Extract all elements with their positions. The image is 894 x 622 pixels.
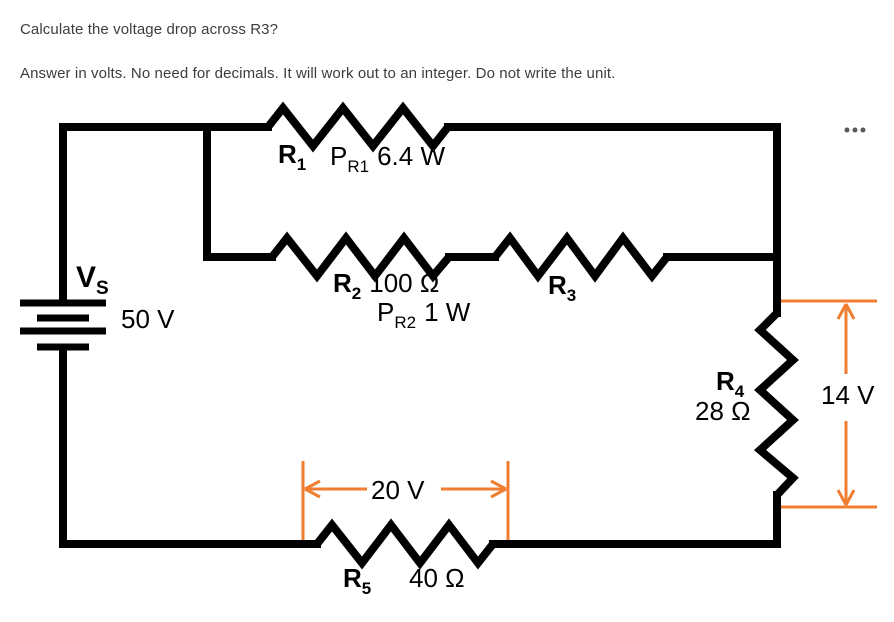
r5-voltage-bracket (301, 461, 510, 540)
r4-value: 28 Ω (695, 396, 751, 426)
more-options-button[interactable] (844, 127, 866, 133)
more-options-icon (844, 127, 866, 133)
r4-label: R4 (716, 366, 745, 401)
middle-branch-drop-wire (203, 123, 276, 261)
source-label: VS (76, 261, 109, 299)
r4-resistor (753, 310, 799, 498)
r1-resistor (264, 101, 452, 153)
r5-voltage-annotation-label: 20 V (371, 475, 425, 505)
r5-arrow-left (304, 479, 367, 499)
r4-voltage-bracket (781, 299, 877, 509)
source-value: 50 V (121, 304, 175, 334)
r5-label: R5 (343, 563, 371, 598)
r2-resistor (268, 231, 453, 283)
r4-arrow-up (836, 303, 856, 374)
r3-label: R3 (548, 270, 576, 305)
r4-arrow-down (836, 421, 856, 506)
battery-icon (20, 299, 106, 351)
r3-resistor (491, 231, 671, 283)
voltage-annotations (301, 299, 877, 540)
r4-voltage-annotation-label: 14 V (821, 380, 875, 410)
circuit-wires (20, 101, 799, 570)
r5-resistor (313, 518, 497, 570)
question-prompt: Calculate the voltage drop across R3? (20, 21, 279, 38)
r1-label: R1 (278, 139, 306, 174)
r5-value: 40 Ω (409, 563, 465, 593)
question-instructions: Answer in volts. No need for decimals. I… (20, 65, 616, 82)
r5-arrow-right (441, 479, 507, 499)
